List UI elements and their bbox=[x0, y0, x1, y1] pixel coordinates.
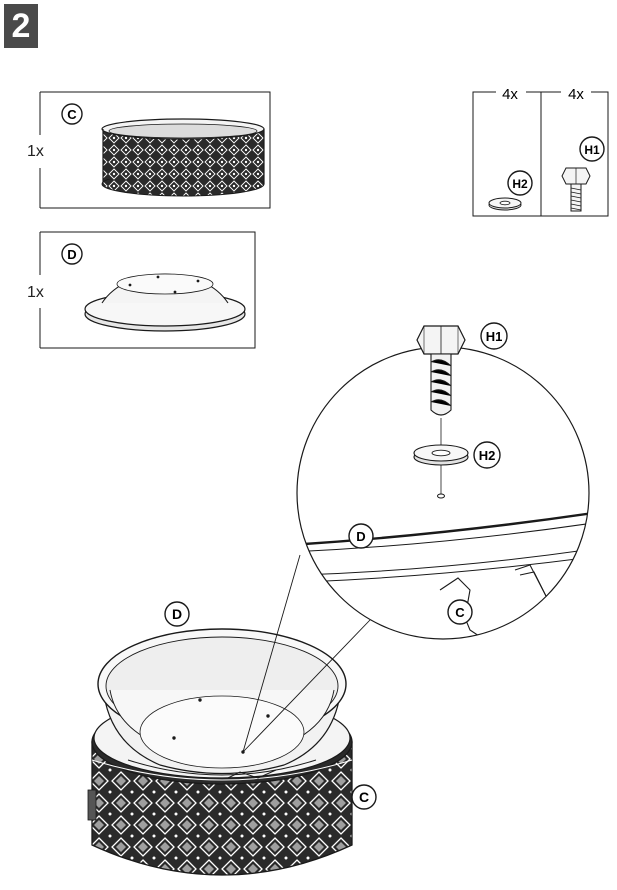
detail-magnifier: H1 H2 D C bbox=[296, 322, 590, 640]
svg-text:C: C bbox=[67, 107, 77, 122]
detail-h2-label: H2 bbox=[473, 441, 501, 469]
svg-text:H2: H2 bbox=[512, 177, 528, 191]
assembly-d-label: D bbox=[164, 601, 190, 627]
svg-text:H2: H2 bbox=[479, 448, 496, 463]
part-d-box: D bbox=[39, 231, 256, 349]
bolt-h1-icon bbox=[561, 167, 591, 212]
detail-washer-icon bbox=[413, 444, 469, 466]
h2-label: H2 bbox=[507, 170, 533, 196]
svg-text:C: C bbox=[455, 605, 465, 620]
detail-h1-label: H1 bbox=[480, 322, 508, 350]
assembly-c-label: C bbox=[351, 784, 377, 810]
h2-quantity: 4x bbox=[502, 86, 518, 103]
detail-d-label: D bbox=[348, 523, 374, 549]
svg-text:C: C bbox=[359, 789, 369, 805]
h1-label: H1 bbox=[579, 136, 605, 162]
detail-bolt-icon bbox=[416, 325, 466, 416]
part-c-label: C bbox=[61, 103, 83, 125]
h1-quantity: 4x bbox=[568, 86, 584, 103]
part-c-quantity: 1x bbox=[27, 143, 44, 160]
part-d-quantity: 1x bbox=[27, 284, 44, 301]
step-number-badge: 2 bbox=[4, 4, 38, 48]
part-c-ring-illustration bbox=[101, 118, 265, 197]
hardware-box: 4x 4x H2 bbox=[472, 84, 609, 217]
svg-text:D: D bbox=[356, 529, 365, 544]
svg-text:D: D bbox=[172, 606, 182, 622]
svg-text:H1: H1 bbox=[486, 329, 503, 344]
svg-text:H1: H1 bbox=[584, 143, 600, 157]
part-c-box: C bbox=[39, 91, 271, 209]
washer-h2-icon bbox=[488, 197, 522, 211]
main-assembly-illustration: D C bbox=[87, 554, 377, 876]
part-d-base-illustration bbox=[84, 273, 246, 332]
assembly-bowl-d bbox=[97, 628, 347, 779]
detail-c-label: C bbox=[447, 599, 473, 625]
part-d-label: D bbox=[61, 243, 83, 265]
svg-text:D: D bbox=[67, 247, 76, 262]
